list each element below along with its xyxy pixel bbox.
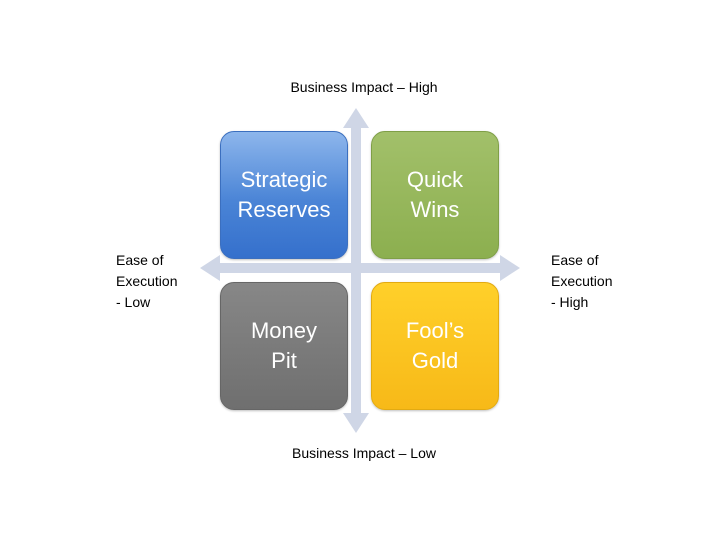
quadrant-strategic-reserves: Strategic Reserves <box>220 131 348 259</box>
axis-label-right: Ease of Execution - High <box>551 252 613 310</box>
horizontal-axis-arrow <box>200 255 520 281</box>
axis-label-bottom: Business Impact – Low <box>292 445 436 461</box>
quadrant-label: Strategic Reserves <box>237 167 331 222</box>
axis-label-top: Business Impact – High <box>290 79 438 95</box>
quadrant-quick-wins: Quick Wins <box>371 131 499 259</box>
quadrant-label: Money Pit <box>250 318 318 373</box>
axis-label-left: Ease of Execution - Low <box>116 252 178 310</box>
quadrant-label: Quick Wins <box>406 167 464 222</box>
quadrant-fools-gold: Fool’s Gold <box>371 282 499 410</box>
quadrant-money-pit: Money Pit <box>220 282 348 410</box>
quadrant-label: Fool’s Gold <box>405 318 465 373</box>
